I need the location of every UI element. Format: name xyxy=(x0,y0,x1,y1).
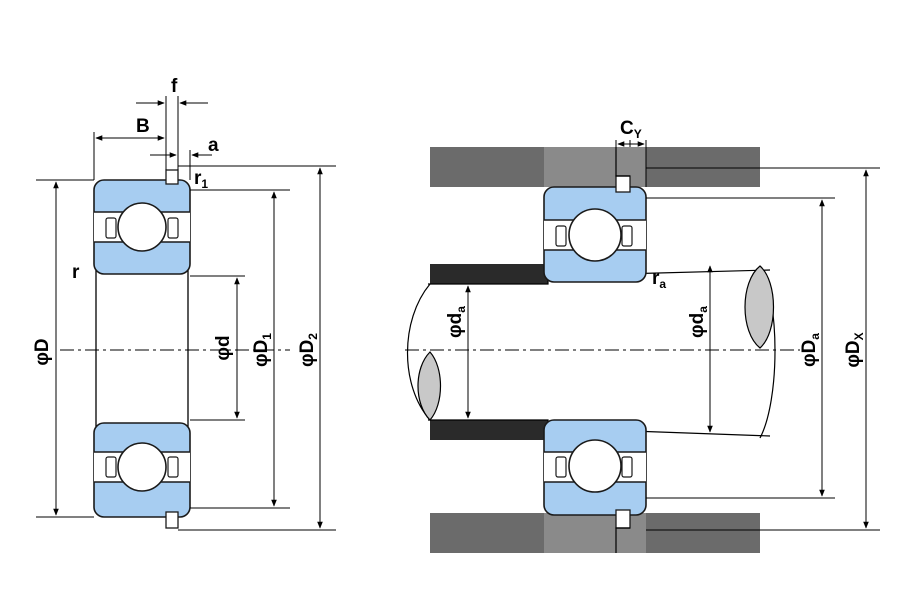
label-phiDa: φDa xyxy=(799,333,822,367)
label-f: f xyxy=(171,76,178,97)
shaft-shoulder-bottom xyxy=(430,420,548,440)
label-phiD2: φD2 xyxy=(297,333,320,367)
cage-right-upper xyxy=(167,217,179,239)
left-bearing-view: f B a r1 r φD φd φD1 φD2 xyxy=(32,76,336,531)
cage-right-lower xyxy=(167,456,179,478)
cage-left-lower xyxy=(105,456,117,478)
cage-left-upper xyxy=(105,217,117,239)
snap-ring-mounted-upper xyxy=(615,175,631,193)
label-r: r xyxy=(72,262,80,283)
shaft-section-left xyxy=(417,351,441,421)
label-ra: ra xyxy=(652,268,666,291)
label-CY: CY xyxy=(620,118,642,141)
shaft-section-right xyxy=(744,265,775,349)
label-phida-right: φda xyxy=(687,306,710,338)
right-mounting-view: CY ra φda φda φDa φDX xyxy=(405,118,880,553)
ball-mounted-upper xyxy=(568,208,622,262)
snap-ring-mounted-lower xyxy=(615,509,631,529)
label-phiD: φD xyxy=(32,338,53,365)
ball-mounted-lower xyxy=(568,439,622,493)
label-a: a xyxy=(208,135,219,156)
ball-upper xyxy=(117,202,167,252)
label-phiDx: φDX xyxy=(843,332,866,367)
lower-bearing-section xyxy=(93,422,191,529)
ball-lower xyxy=(117,442,167,492)
upper-bearing-section xyxy=(93,169,191,275)
mounted-bearing-upper xyxy=(543,147,647,283)
shaft-shoulder-top xyxy=(430,264,548,284)
snap-ring-upper xyxy=(165,169,179,185)
label-r1: r1 xyxy=(194,168,208,191)
label-phiD1: φD1 xyxy=(251,333,274,367)
label-phida-left: φda xyxy=(445,306,468,338)
mounted-bearing-lower xyxy=(543,419,647,553)
snap-ring-lower xyxy=(165,511,179,529)
label-B: B xyxy=(136,116,150,137)
label-phid: φd xyxy=(213,335,234,360)
